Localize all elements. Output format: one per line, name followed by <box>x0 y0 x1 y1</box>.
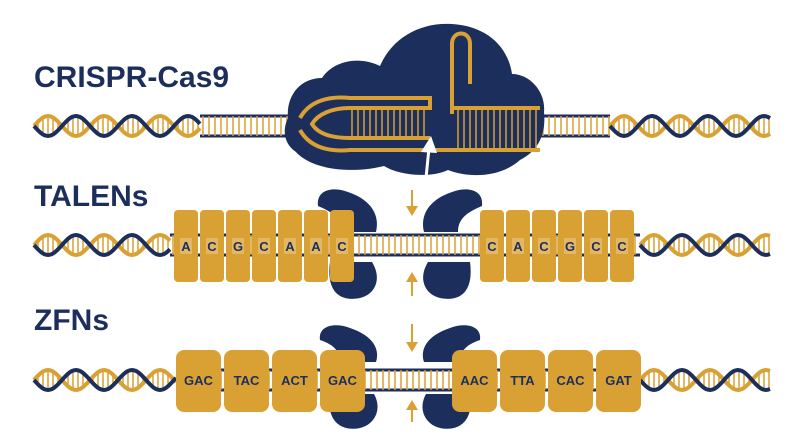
guide-rna <box>450 31 472 114</box>
zinc-finger-codon: GAT <box>605 373 632 388</box>
tale-rvd-letter: A <box>311 239 321 254</box>
tale-rvd-letter: C <box>487 239 497 254</box>
tale-repeat-window <box>336 238 348 254</box>
dna-strand-gold <box>638 367 771 393</box>
dna-strand-navy <box>32 113 202 139</box>
tale-rvd-letter: C <box>337 239 347 254</box>
crispr-title: CRISPR-Cas9 <box>34 61 229 94</box>
tale-rvd-letter: C <box>259 239 269 254</box>
foki-right-bottom <box>423 262 471 299</box>
foki-zfn-right-top <box>422 325 481 362</box>
zfn-fingers-right: AAC TTA CAC GAT <box>452 350 641 412</box>
tale-repeat-window <box>232 238 244 254</box>
zinc-finger-codon: TTA <box>510 373 535 388</box>
tale-repeat-block <box>480 210 504 282</box>
tale-rvd-letter: G <box>233 239 243 254</box>
dna-strand-navy <box>608 113 772 139</box>
zinc-finger-block <box>500 350 545 412</box>
zinc-finger-codon: GAC <box>328 373 358 388</box>
zinc-finger-block <box>548 350 593 412</box>
tale-rvd-letter: A <box>513 239 523 254</box>
tale-repeat-block <box>278 210 302 282</box>
talens-dna-helix <box>32 232 771 258</box>
dna-strand-gold <box>32 367 178 393</box>
tale-repeat-window <box>590 238 602 254</box>
tale-repeat-block <box>174 210 198 282</box>
zinc-finger-codon: ACT <box>281 373 308 388</box>
tale-rvd-letter: C <box>617 239 627 254</box>
zfns-title: ZFNs <box>34 304 109 337</box>
dna-strand-gold <box>638 232 771 258</box>
tale-repeat-block <box>252 210 276 282</box>
tale-rvd-letter: C <box>539 239 549 254</box>
dna-strand-navy <box>32 367 178 393</box>
cas9-bound-rungs <box>351 108 537 150</box>
tale-repeat-window <box>564 238 576 254</box>
tale-rvd-letter: C <box>207 239 217 254</box>
tale-rvd-letter: C <box>591 239 601 254</box>
tale-rvd-letter: A <box>285 239 295 254</box>
cas9-bound-dna-bottom <box>298 128 540 153</box>
zinc-finger-codon: TAC <box>234 373 260 388</box>
tale-rvd-letter: G <box>565 239 575 254</box>
tale-repeat-block <box>610 210 634 282</box>
tale-repeat-window <box>486 238 498 254</box>
zinc-finger-block <box>272 350 317 412</box>
zinc-finger-block <box>176 350 221 412</box>
tale-repeat-block <box>532 210 556 282</box>
tale-repeat-window <box>284 238 296 254</box>
dna-strand-navy <box>638 232 771 258</box>
zfns-panel: GAC TAC ACT GAC AAC TTA CAC GAT <box>32 324 771 429</box>
tale-repeat-block <box>506 210 530 282</box>
zfns-dna-helix <box>32 367 771 393</box>
tale-repeat-window <box>310 238 322 254</box>
tale-rvd-letter: A <box>181 239 191 254</box>
arrow-down-icon <box>406 324 418 352</box>
tale-repeat-window <box>538 238 550 254</box>
tale-repeat-block <box>330 210 354 282</box>
talens-title: TALENs <box>34 180 148 213</box>
foki-right-top <box>423 189 483 232</box>
crispr-dna-helix <box>32 113 772 139</box>
cas9-bound-dna-top <box>298 95 432 140</box>
arrow-up-icon <box>406 400 418 422</box>
tale-repeat-block <box>558 210 582 282</box>
tale-repeat-block <box>200 210 224 282</box>
zinc-finger-block <box>596 350 641 412</box>
tale-repeat-window <box>512 238 524 254</box>
tale-repeat-window <box>206 238 218 254</box>
tale-repeat-block <box>226 210 250 282</box>
zinc-finger-block <box>320 350 365 412</box>
dna-strand-navy <box>638 367 771 393</box>
dna-strand-navy <box>32 232 172 258</box>
crispr-panel <box>32 23 772 179</box>
arrow-down-icon <box>406 190 418 216</box>
arrow-up-icon <box>406 272 418 296</box>
zinc-finger-codon: GAC <box>184 373 214 388</box>
zfn-fingers-left: GAC TAC ACT GAC <box>176 350 365 412</box>
tale-repeat-window <box>180 238 192 254</box>
tale-repeat-window <box>258 238 270 254</box>
tale-repeat-block <box>584 210 608 282</box>
zinc-finger-block <box>224 350 269 412</box>
arrow-up-icon <box>421 136 437 179</box>
tale-repeat-block <box>304 210 328 282</box>
zinc-finger-codon: CAC <box>556 373 585 388</box>
zinc-finger-block <box>452 350 497 412</box>
zinc-finger-codon: AAC <box>460 373 489 388</box>
tale-repeat-window <box>616 238 628 254</box>
